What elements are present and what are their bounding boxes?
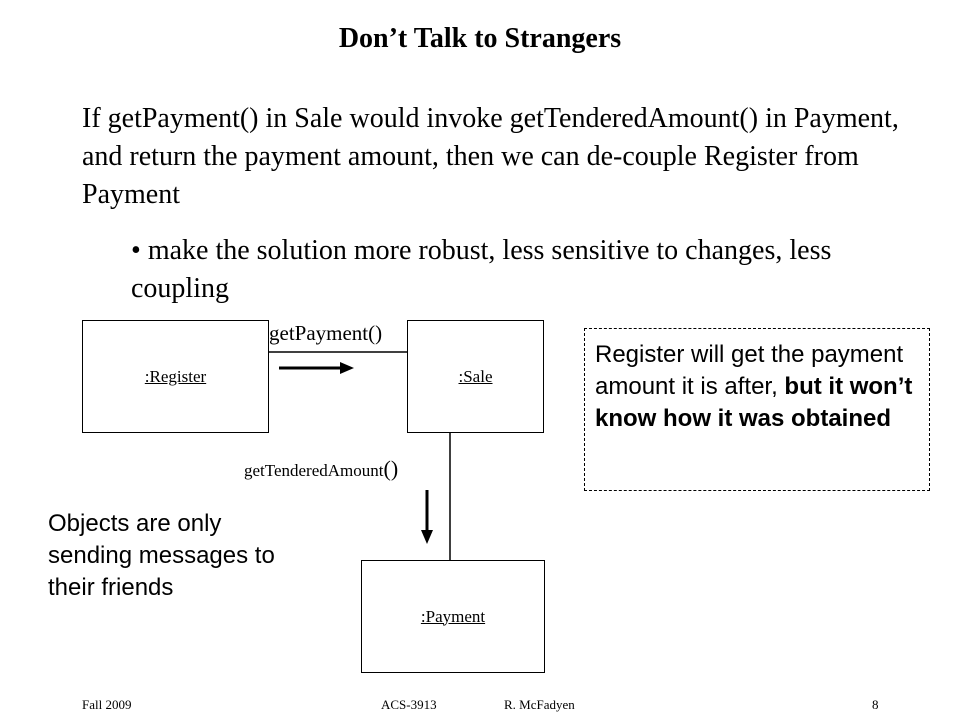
sale-object: :Sale xyxy=(407,320,544,433)
note-text: Register will get the payment amount it … xyxy=(595,341,904,400)
body-paragraph: If getPayment() in Sale would invoke get… xyxy=(82,103,899,210)
side-note: Objects are only sending messages to the… xyxy=(48,510,275,601)
register-label: :Register xyxy=(144,366,207,386)
arrow-right-icon xyxy=(279,362,354,374)
slide-title: Don’t Talk to Strangers xyxy=(338,23,622,54)
message-get-payment: getPayment() xyxy=(269,321,383,345)
footer-author: R. McFadyen xyxy=(504,697,575,712)
arrow-down-icon xyxy=(421,490,433,544)
footer-date: Fall 2009 xyxy=(82,697,132,712)
sale-label: :Sale xyxy=(458,366,493,386)
message-get-tendered-amount: getTenderedAmount() xyxy=(244,458,398,482)
message-parens: () xyxy=(383,456,399,481)
footer-page-number: 8 xyxy=(872,697,879,712)
bullet-item: • make the solution more robust, less se… xyxy=(131,232,911,308)
register-object: :Register xyxy=(82,320,269,433)
message-name: getTenderedAmount xyxy=(244,461,384,480)
payment-label: :Payment xyxy=(420,606,486,626)
bullet-text: make the solution more robust, less sens… xyxy=(131,235,832,304)
payment-object: :Payment xyxy=(361,560,545,673)
dashed-note: Register will get the payment amount it … xyxy=(584,328,930,491)
footer-course: ACS-3913 xyxy=(381,697,437,712)
bullet-dot: • xyxy=(131,235,148,266)
note-bold-text: but it won’t know how it was obtained xyxy=(595,373,913,432)
slide-footer: Fall 2009 ACS-3913 R. McFadyen 8 xyxy=(0,697,960,713)
